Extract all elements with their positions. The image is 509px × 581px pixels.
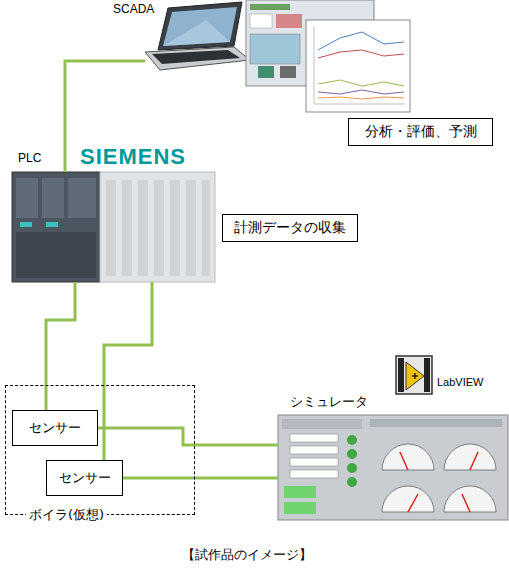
node-heading: PLC [18,151,41,165]
box-text: 計測データの収集 [234,219,346,237]
process-box: 計測データの収集 [222,214,358,242]
connector-line [104,282,152,460]
chart-screenshot [306,20,410,112]
connector-line [46,282,75,410]
sensor-box: センサー [46,460,123,496]
caption: 【試作品のイメージ】 [182,546,312,564]
plc-hardware [12,172,215,282]
sensor-box: センサー [12,410,98,446]
plc-node: PLCSIEMENS [12,172,215,282]
brand-logo: SIEMENS [80,144,186,170]
box-text: センサー [59,469,111,487]
simulator-screenshot [278,415,508,520]
box-text: センサー [29,419,81,437]
node-heading: シミュレータ [290,393,368,411]
scada-node: SCADA [145,5,245,70]
labview-logo [396,356,432,394]
node-heading: SCADA [113,2,154,16]
group-region: ボイラ(仮想)センサーセンサー [5,385,195,515]
box-text: 分析・評価、予測 [365,123,477,141]
process-box: 分析・評価、予測 [348,118,493,146]
logo-text: LabVIEW [437,376,483,388]
simulator-node: シミュレータ [278,415,508,520]
connector-line [98,428,278,445]
connector-line [123,477,278,480]
laptop-icon [145,2,250,70]
region-label: ボイラ(仮想) [26,506,107,524]
